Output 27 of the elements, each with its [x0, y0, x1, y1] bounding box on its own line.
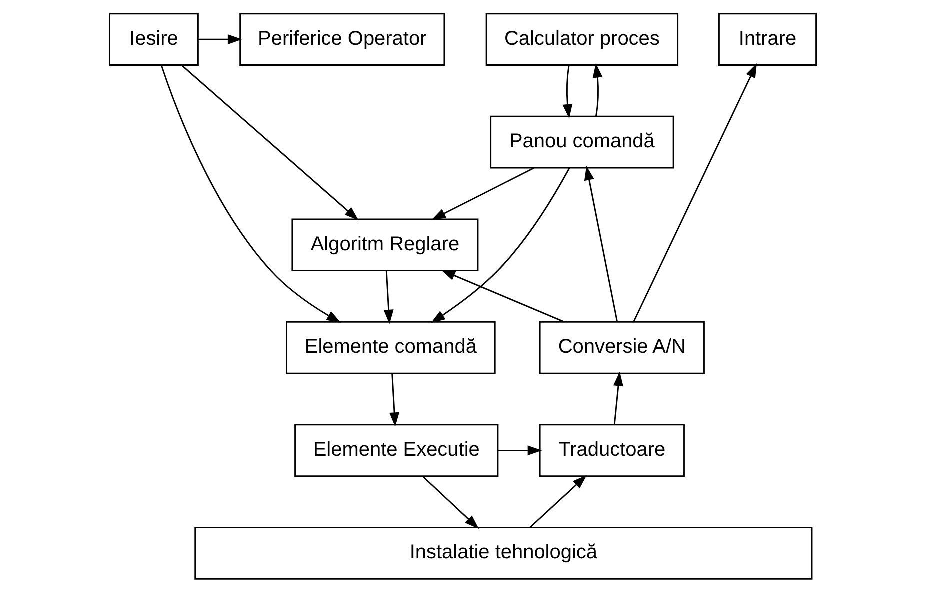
- node-box: Instalatie tehnologică: [194, 527, 812, 580]
- node-box: Intrare: [718, 13, 816, 66]
- arrow: [529, 475, 586, 528]
- arrow: [584, 166, 618, 322]
- node-box: Calculator proces: [485, 13, 678, 66]
- arrow: [430, 168, 570, 324]
- node-box: Algoritm Reglare: [291, 218, 478, 272]
- arrow: [383, 271, 394, 324]
- arrow: [613, 372, 623, 425]
- node-box: Panou comandă: [490, 116, 674, 169]
- arrow: [632, 64, 757, 322]
- arrow: [160, 65, 341, 323]
- arrow: [592, 64, 602, 117]
- node-box: Elemente Executie: [294, 424, 498, 478]
- arrow: [180, 64, 358, 221]
- node-box: Conversie A/N: [538, 321, 704, 374]
- node-box: Periferice Operator: [239, 13, 445, 66]
- arrow: [562, 66, 572, 119]
- arrow: [431, 168, 534, 220]
- arrow: [440, 270, 564, 323]
- node-box: Elemente comandă: [286, 321, 496, 374]
- node-box: Iesire: [108, 13, 198, 66]
- arrow: [498, 446, 542, 456]
- node-box: Traductoare: [538, 424, 684, 478]
- arrow: [198, 34, 242, 45]
- arrow: [389, 374, 400, 427]
- arrow: [422, 476, 479, 530]
